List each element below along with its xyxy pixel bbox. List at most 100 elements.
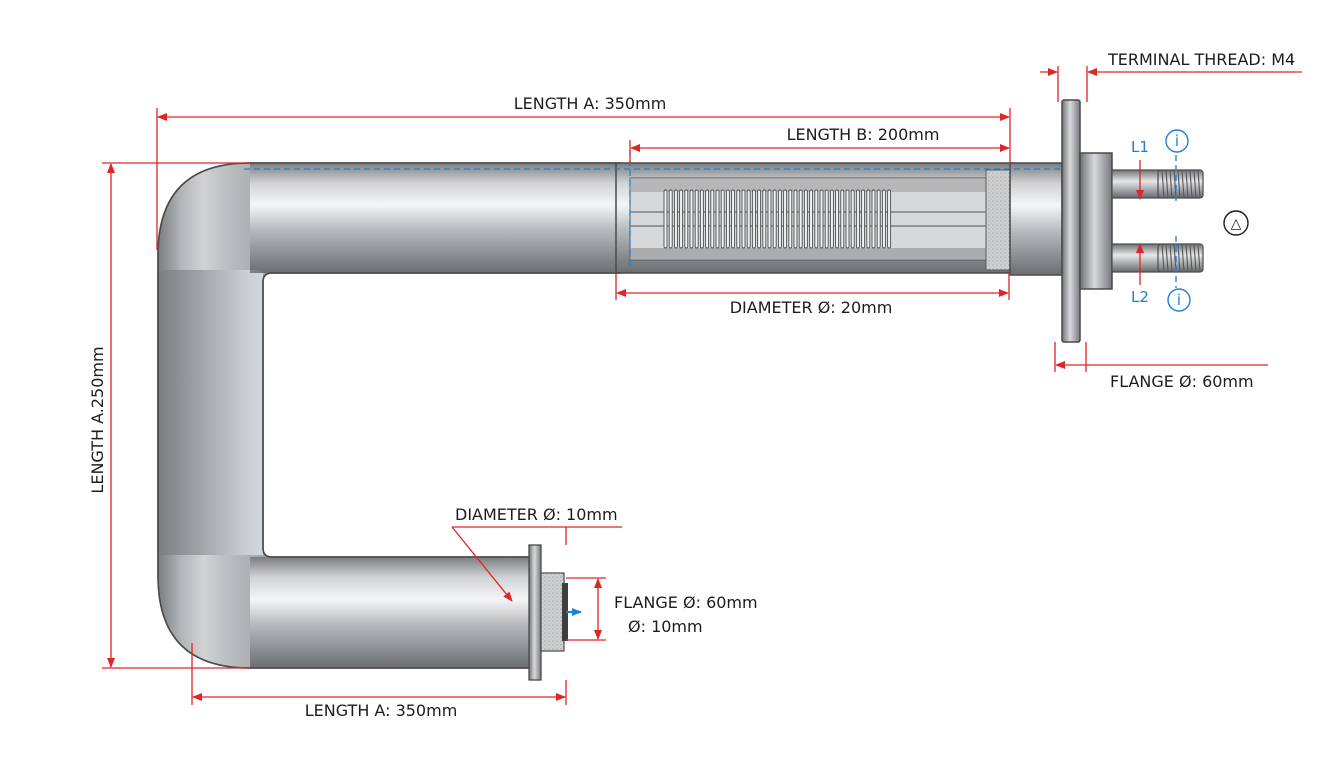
ceramic-seal	[985, 169, 1011, 271]
thread-ridge	[1165, 243, 1169, 273]
thread-ridge	[1161, 169, 1165, 199]
coil-fin	[725, 189, 730, 249]
terminal-thread-2	[1161, 243, 1201, 273]
end-ceramic-plug	[540, 572, 565, 652]
coil-fin	[689, 189, 694, 249]
label-diameter-small: DIAMETER Ø: 10mm	[455, 505, 618, 524]
coil-fin	[767, 189, 772, 249]
coil-fin	[881, 189, 886, 249]
label-terminal-l2: L2	[1131, 288, 1149, 306]
coil-fin	[866, 189, 871, 249]
thread-ridge	[1197, 169, 1201, 199]
heating-coil	[663, 189, 892, 249]
coil-fin	[777, 189, 782, 249]
thread-ridge	[1197, 243, 1201, 273]
info-symbol-1: i	[1165, 129, 1189, 153]
heating-core-shadow-top	[630, 178, 986, 192]
u-shaped-tube	[157, 162, 621, 669]
coil-fin	[720, 189, 725, 249]
info-icon-1	[1165, 129, 1189, 153]
info-icon-2	[1167, 288, 1191, 312]
coil-fin	[809, 189, 814, 249]
reference-lines	[244, 150, 1177, 288]
coil-fin	[845, 189, 850, 249]
coil-fin	[762, 189, 767, 249]
coil-fin	[824, 189, 829, 249]
label-length-a-bottom: LENGTH A: 350mm	[305, 701, 458, 720]
coil-fin	[679, 189, 684, 249]
heating-section	[615, 162, 1013, 274]
coil-fin	[751, 189, 756, 249]
coil-fin	[668, 189, 673, 249]
coil-fin	[663, 189, 668, 249]
coil-fin	[798, 189, 803, 249]
thread-ridge	[1177, 243, 1181, 273]
right-flange-assembly	[1009, 99, 1204, 343]
thread-ridge	[1177, 169, 1181, 199]
coil-fin	[861, 189, 866, 249]
thread-ridge	[1181, 243, 1185, 273]
thread-ridge	[1189, 169, 1193, 199]
info-symbol-2: i	[1167, 288, 1191, 312]
heating-core-shadow-bottom	[630, 248, 986, 260]
thread-ridge	[1165, 169, 1169, 199]
coil-fin	[887, 189, 892, 249]
coil-fin	[731, 189, 736, 249]
coil-fin	[793, 189, 798, 249]
coil-fin	[819, 189, 824, 249]
coil-fin	[746, 189, 751, 249]
coil-fin	[705, 189, 710, 249]
coil-fin	[840, 189, 845, 249]
coil-fin	[783, 189, 788, 249]
terminal-pin-1-shank	[1111, 169, 1161, 199]
label-diameter-main: DIAMETER Ø: 20mm	[730, 298, 893, 317]
tube-top-segment	[250, 163, 620, 273]
coil-fin	[699, 189, 704, 249]
label-small-diameter: Ø: 10mm	[628, 617, 703, 636]
end-flange-plate	[528, 544, 542, 681]
thread-ridge	[1185, 243, 1189, 273]
warning-icon-glyph: △	[1231, 216, 1242, 232]
label-flange-left: FLANGE Ø: 60mm	[614, 593, 758, 612]
coil-fin	[694, 189, 699, 249]
label-terminal-thread: TERMINAL THREAD: M4	[1107, 50, 1295, 69]
coil-fin	[855, 189, 860, 249]
tube-bottom-segment	[250, 557, 535, 668]
coil-fin	[710, 189, 715, 249]
coil-fin	[871, 189, 876, 249]
thread-ridge	[1193, 243, 1197, 273]
tube-outline	[157, 162, 620, 669]
info-icon-1-letter: i	[1175, 132, 1179, 150]
coil-fin	[757, 189, 762, 249]
terminal-pin-2-shank	[1111, 243, 1161, 273]
info-icon-2-letter: i	[1177, 291, 1181, 309]
label-length-b: LENGTH B: 200mm	[787, 125, 940, 144]
terminal-thread-1	[1161, 169, 1201, 199]
coil-fin	[876, 189, 881, 249]
coil-fin	[684, 189, 689, 249]
dim-diameter-small-leader	[451, 526, 513, 602]
coil-fin	[835, 189, 840, 249]
coil-fin	[788, 189, 793, 249]
flange-plate	[1061, 99, 1081, 343]
flange-collar	[1009, 162, 1063, 276]
thread-ridge	[1185, 169, 1189, 199]
label-length-a-vertical: LENGTH A.250mm	[88, 346, 107, 493]
thread-ridge	[1161, 243, 1165, 273]
thread-ridge	[1169, 169, 1173, 199]
label-terminal-l1: L1	[1131, 138, 1149, 156]
coil-fin	[803, 189, 808, 249]
tube-top-corner	[158, 163, 272, 282]
coil-fin	[741, 189, 746, 249]
thread-ridge	[1181, 169, 1185, 199]
tube-bottom-corner	[158, 548, 272, 668]
thread-ridge	[1173, 169, 1177, 199]
coil-fin	[772, 189, 777, 249]
coil-fin	[829, 189, 834, 249]
warning-symbol: △	[1223, 210, 1249, 236]
thread-ridge	[1169, 243, 1173, 273]
dimension-lines	[102, 66, 1302, 705]
coil-fin	[736, 189, 741, 249]
